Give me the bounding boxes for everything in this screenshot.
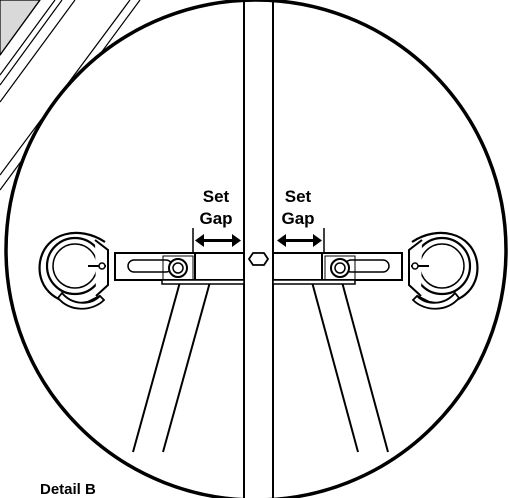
- center-post: [243, 0, 274, 498]
- left-legs: [132, 281, 211, 453]
- detail-caption: Detail B: [40, 481, 96, 498]
- left-gap-arrow: [195, 234, 241, 247]
- gap-markers: [192, 228, 325, 252]
- set-gap-label-right-line1: Set: [285, 187, 312, 206]
- right-gap-arrow: [277, 234, 322, 247]
- detail-circle-fill: [6, 0, 506, 498]
- set-gap-label-left-line2: Gap: [199, 209, 232, 228]
- right-clamp: [408, 231, 479, 310]
- right-legs: [311, 281, 389, 453]
- left-arm: [114, 252, 245, 285]
- center-nut: [247, 252, 270, 266]
- set-gap-label-left-line1: Set: [203, 187, 230, 206]
- left-clamp: [38, 231, 109, 310]
- right-arm: [272, 252, 403, 285]
- set-gap-label-right-line2: Gap: [281, 209, 314, 228]
- detail-circle: [4, 0, 508, 498]
